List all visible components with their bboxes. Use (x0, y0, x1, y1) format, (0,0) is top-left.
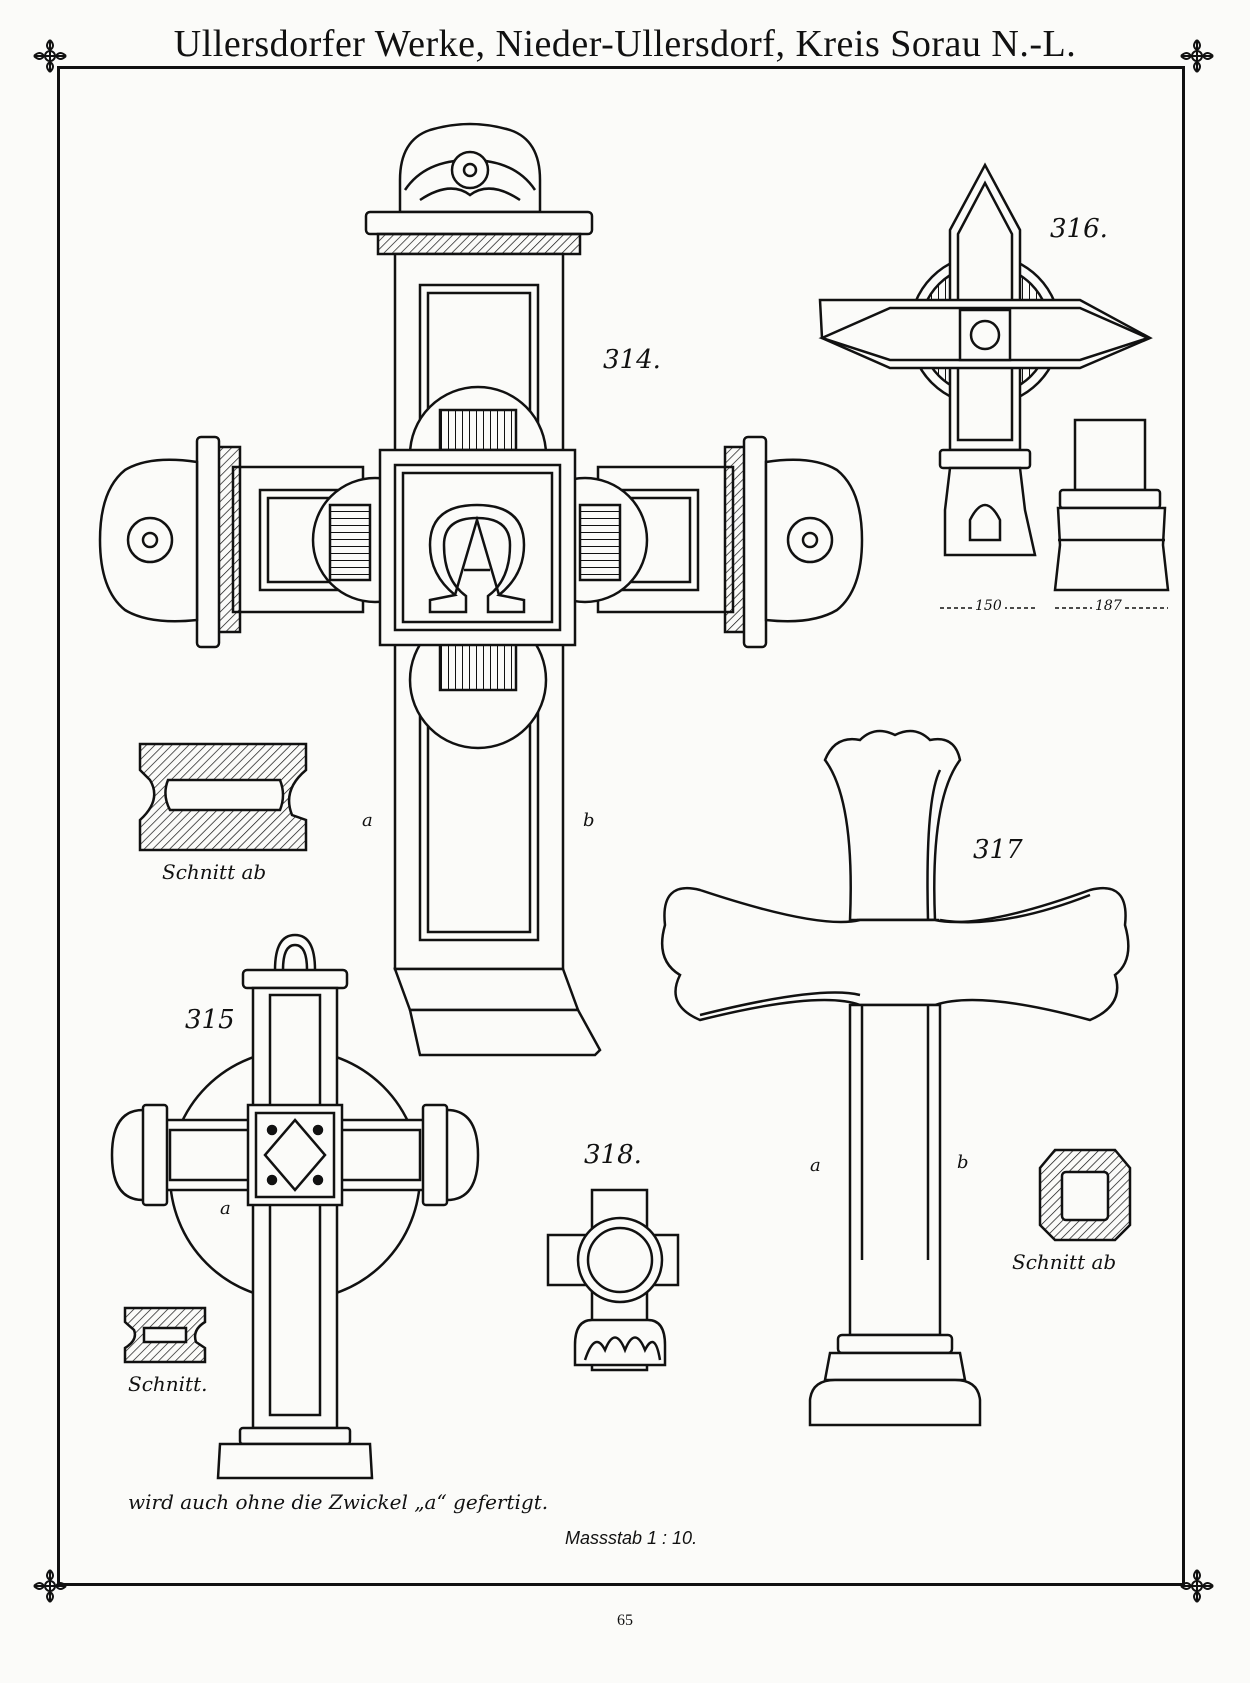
label-a-315: a (220, 1198, 231, 1219)
item-number-316: 316. (1050, 214, 1108, 244)
cross-315-drawing (110, 933, 480, 1480)
label-b-314: b (583, 810, 595, 831)
cross-318-drawing (546, 1188, 680, 1372)
item-number-314: 314. (603, 345, 661, 375)
fleur-de-lis-ornament-icon (33, 1569, 67, 1603)
cross-314-drawing (98, 122, 864, 1057)
section-label-315: Schnitt. (128, 1372, 208, 1396)
scale-note: Massstab 1 : 10. (565, 1528, 698, 1548)
section-label-317: Schnitt ab (1012, 1250, 1117, 1274)
cross-317-drawing (660, 729, 1130, 1427)
section-profile-315 (123, 1306, 207, 1364)
label-a-314: a (362, 810, 373, 831)
label-b-317: b (957, 1152, 969, 1173)
item-number-318: 318. (584, 1140, 642, 1170)
fleur-de-lis-ornament-icon (33, 39, 67, 73)
fleur-de-lis-ornament-icon (1180, 1569, 1214, 1603)
fleur-de-lis-ornament-icon (1180, 39, 1214, 73)
dimension-150: 150 (972, 598, 1005, 614)
page-frame (57, 66, 1185, 1586)
manufacturing-note: wird auch ohne die Zwickel „a“ gefertigt… (128, 1490, 549, 1514)
page-title: Ullersdorfer Werke, Nieder-Ullersdorf, K… (173, 23, 1077, 65)
section-profile-314 (138, 742, 308, 852)
dimension-187: 187 (1092, 598, 1125, 614)
section-profile-317 (1038, 1148, 1132, 1242)
cross-316-drawing (818, 162, 1170, 592)
page-number: 65 (617, 1612, 633, 1629)
section-label-314: Schnitt ab (162, 860, 267, 884)
item-number-317: 317 (973, 835, 1023, 865)
label-a-317: a (810, 1155, 821, 1176)
item-number-315: 315 (185, 1005, 235, 1035)
